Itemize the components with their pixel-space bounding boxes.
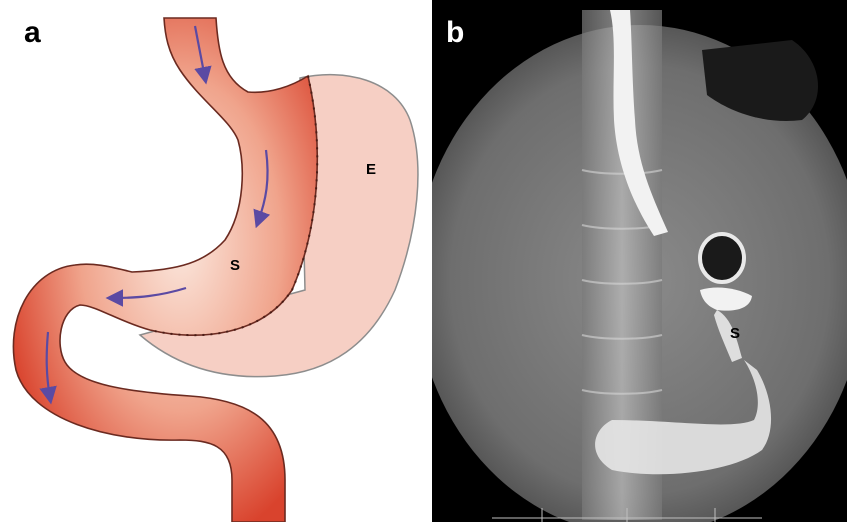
xray-image [432,0,847,522]
panel-b-radiograph: b S [432,0,847,522]
stomach-label-b: S [730,326,740,341]
stomach-label-a: S [230,258,240,273]
stomach-diagram [0,0,432,522]
panel-letter-b: b [446,18,464,48]
excluded-stomach-label: E [366,162,376,177]
panel-letter-a: a [24,18,41,48]
gastric-air-bubble [700,234,744,282]
panel-a-illustration: a E S [0,0,432,522]
gastric-tube [13,18,317,522]
